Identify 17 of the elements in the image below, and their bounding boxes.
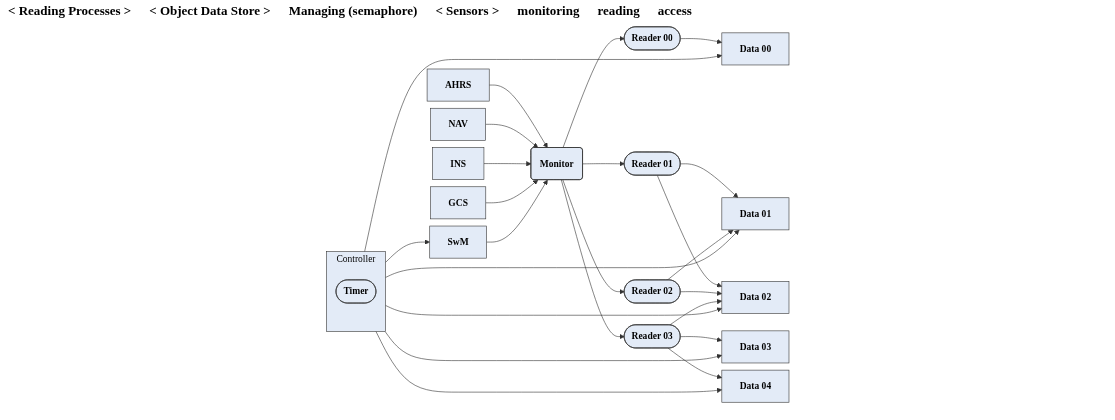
annotation-label: Managing (semaphore)	[288, 3, 418, 19]
node-box: Data 02	[721, 281, 790, 314]
node-box: AHRS	[426, 68, 490, 102]
annotation-label: < Reading Processes >	[8, 3, 132, 19]
annotation-label: < Sensors >	[435, 3, 500, 19]
node-box: Data 04	[721, 369, 790, 403]
node-box: Data 01	[721, 197, 790, 231]
annotation-label: access	[657, 3, 692, 19]
node-box: INS	[431, 147, 484, 180]
node-box: Data 03	[721, 330, 790, 364]
node-box: Data 00	[721, 32, 790, 66]
annotation-label: < Object Data Store >	[149, 3, 271, 19]
node-box: NAV	[430, 107, 486, 141]
annotation-label: monitoring	[517, 3, 580, 19]
node-box: GCS	[429, 186, 486, 220]
node-box: SwM	[429, 225, 487, 259]
annotation-label: reading	[597, 3, 640, 19]
